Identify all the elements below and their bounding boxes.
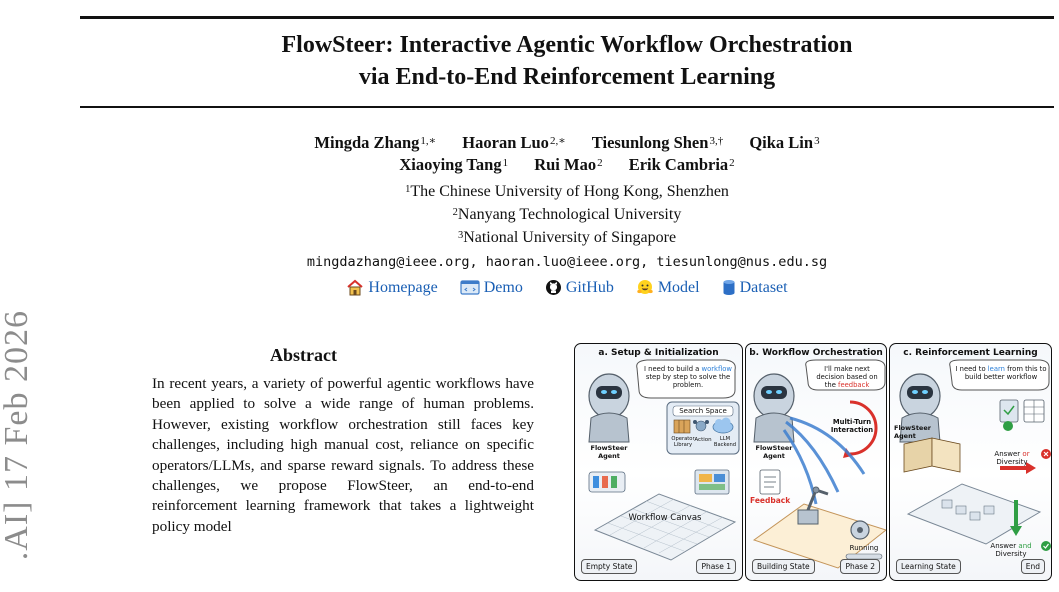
red-arrow-icon bbox=[1000, 462, 1036, 474]
workflow-canvas-grid bbox=[752, 503, 886, 569]
operator-library-label: Operator Library bbox=[671, 436, 695, 448]
robot-arm-icon bbox=[797, 486, 829, 525]
robot-icon bbox=[588, 373, 630, 443]
author: Haoran Luo2,∗ bbox=[462, 133, 566, 152]
network-icon bbox=[693, 420, 709, 432]
author: Tiesunlong Shen3,† bbox=[591, 133, 724, 152]
abstract-heading: Abstract bbox=[270, 345, 337, 365]
phase-badge: Phase 1 bbox=[696, 559, 736, 574]
speech-bubble bbox=[636, 359, 736, 399]
feedback-label: Feedback bbox=[750, 496, 791, 505]
github-icon bbox=[545, 279, 561, 295]
pipeline-blocks bbox=[941, 499, 995, 521]
state-badge: Empty State bbox=[581, 559, 638, 574]
panel-a-speech: I need to build a workflow step by step … bbox=[644, 365, 732, 389]
overview-figure: a. Setup & Initialization I need to buil… bbox=[574, 343, 1052, 581]
workflow-canvas-label: Workflow Canvas bbox=[628, 513, 702, 523]
model-link[interactable]: Model bbox=[636, 277, 700, 299]
homepage-link[interactable]: Homepage bbox=[346, 277, 438, 299]
running-label: Running bbox=[849, 544, 879, 552]
demo-link[interactable]: Demo bbox=[460, 277, 523, 299]
affiliation: 3National University of Singapore bbox=[457, 229, 677, 246]
speech-bubble bbox=[805, 359, 886, 391]
paper-title-line-1: FlowSteer: Interactive Agentic Workflow … bbox=[281, 32, 853, 58]
hugging-face-icon bbox=[637, 279, 653, 294]
database-icon bbox=[723, 279, 735, 295]
panel-workflow-orchestration: b. Workflow Orchestration I'll make next… bbox=[745, 343, 887, 581]
panel-c-illustration bbox=[899, 359, 1051, 551]
computer-icon bbox=[694, 469, 730, 495]
panel-c-speech: I need to learn from this to build bette… bbox=[955, 365, 1047, 381]
panel-c-title: c. Reinforcement Learning bbox=[903, 348, 1038, 358]
success-check-icon bbox=[1041, 541, 1051, 551]
affiliation: 2Nanyang Technological University bbox=[452, 206, 682, 223]
green-arrow-icon bbox=[1010, 500, 1022, 536]
toolbox-icon bbox=[588, 471, 626, 493]
abstract-text: In recent years, a variety of powerful a… bbox=[152, 375, 534, 535]
spreadsheet-icon bbox=[1023, 399, 1045, 423]
bottom-rule bbox=[80, 106, 1054, 108]
state-badge: Learning State bbox=[896, 559, 961, 574]
document-icon bbox=[759, 469, 781, 495]
robot-icon bbox=[899, 373, 941, 443]
speech-bubble bbox=[949, 359, 1050, 391]
github-link[interactable]: GitHub bbox=[545, 277, 614, 299]
library-icon bbox=[673, 419, 691, 434]
top-rule bbox=[80, 16, 1054, 19]
search-space-label: Search Space bbox=[679, 407, 727, 415]
panel-setup-initialization: a. Setup & Initialization I need to buil… bbox=[574, 343, 743, 581]
panel-a-title: a. Setup & Initialization bbox=[598, 348, 719, 358]
panel-c-agent-label: FlowSteer Agent bbox=[894, 424, 931, 440]
resource-links: Homepage Demo GitHub Model Dataset bbox=[80, 277, 1054, 299]
house-icon bbox=[347, 279, 364, 296]
panel-b-speech: I'll make next decision based on the fee… bbox=[816, 365, 878, 389]
multi-turn-label: Multi-Turn Interaction bbox=[830, 418, 874, 434]
arxiv-stamp: .AI] 17 Feb 2026 bbox=[0, 310, 35, 561]
author: Xiaoying Tang1 bbox=[399, 155, 509, 174]
phase-badge: Phase 2 bbox=[840, 559, 880, 574]
gear-icon bbox=[850, 520, 870, 540]
author-line-1: Mingda Zhang1,∗ Haoran Luo2,∗ Tiesunlong… bbox=[80, 132, 1054, 154]
browser-window-icon bbox=[460, 280, 480, 295]
author: Erik Cambria2 bbox=[628, 155, 735, 174]
paper-title-line-2: via End-to-End Reinforcement Learning bbox=[358, 64, 776, 90]
panel-b-illustration bbox=[752, 359, 886, 569]
state-badge: Building State bbox=[752, 559, 815, 574]
cloud-icon bbox=[712, 417, 734, 434]
author: Qika Lin3 bbox=[749, 133, 820, 152]
author-emails: mingdazhang@ieee.org, haoran.luo@ieee.or… bbox=[306, 254, 828, 270]
workflow-canvas-grid bbox=[593, 493, 737, 561]
author-line-2: Xiaoying Tang1 Rui Mao2 Erik Cambria2 bbox=[80, 154, 1054, 176]
open-book-icon bbox=[903, 437, 961, 473]
panel-b-title: b. Workflow Orchestration bbox=[749, 348, 883, 358]
end-badge: End bbox=[1020, 559, 1045, 574]
panel-b-agent-label: FlowSteer Agent bbox=[755, 444, 793, 460]
dataset-link[interactable]: Dataset bbox=[722, 277, 788, 299]
panel-a-agent-label: FlowSteer Agent bbox=[590, 444, 628, 460]
answer-and-diversity-label: Answer and Diversity bbox=[990, 542, 1032, 558]
affiliation: 1The Chinese University of Hong Kong, Sh… bbox=[405, 183, 729, 200]
llm-backend-label: LLM Backend bbox=[713, 436, 737, 448]
panel-reinforcement-learning: c. Reinforcement Learning I need to lear… bbox=[889, 343, 1052, 581]
robot-icon bbox=[753, 373, 795, 443]
answer-or-diversity-label: Answer or Diversity bbox=[994, 450, 1030, 466]
author: Mingda Zhang1,∗ bbox=[314, 133, 437, 152]
success-check-icon bbox=[1003, 421, 1013, 431]
panel-a-illustration bbox=[588, 359, 740, 561]
clipboard-icon bbox=[999, 399, 1019, 423]
author: Rui Mao2 bbox=[534, 155, 603, 174]
action-label: Action bbox=[694, 437, 712, 443]
